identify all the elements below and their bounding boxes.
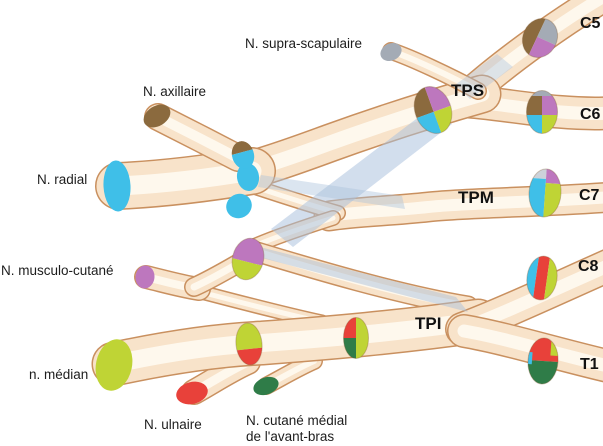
cut-c8 xyxy=(524,254,560,302)
cut-medial-cutaneous-tip xyxy=(253,376,279,396)
label-tpi: TPI xyxy=(415,314,442,333)
label-c8: C8 xyxy=(578,258,599,275)
label-n-axillaire: N. axillaire xyxy=(143,84,207,99)
label-c5: C5 xyxy=(580,15,601,32)
cut-medial-cord xyxy=(233,321,265,367)
tube-radial xyxy=(119,171,252,186)
tube-axillary xyxy=(158,117,238,158)
cut-c6 xyxy=(526,90,558,134)
label-n-cutane-medial: N. cutané médial de l'avant-bras xyxy=(246,413,347,445)
fiber-band-to-tpi xyxy=(248,244,468,312)
fiber-band-tpm-fork xyxy=(258,175,405,209)
cut-suprascapular-tip xyxy=(380,43,402,61)
label-c6: C6 xyxy=(580,106,601,123)
label-n-musculo-cutane: N. musculo-cutané xyxy=(1,263,114,278)
label-n-radial: N. radial xyxy=(37,172,88,187)
label-n-ulnaire: N. ulnaire xyxy=(144,417,202,432)
label-n-cutane-medial-line1: N. cutané médial xyxy=(246,413,348,428)
label-t1: T1 xyxy=(580,356,599,373)
cut-posterior-cord-lower xyxy=(226,193,252,219)
label-n-median: n. médian xyxy=(29,367,89,382)
cut-posterior-cord-mid xyxy=(236,163,260,191)
fiber-band-c5-junction xyxy=(455,54,513,99)
label-n-supra-scapulaire: N. supra-scapulaire xyxy=(245,36,363,51)
cut-t1 xyxy=(526,337,560,385)
label-tps: TPS xyxy=(451,81,485,100)
cut-median-tip xyxy=(95,339,133,391)
label-c7: C7 xyxy=(579,187,600,204)
cut-axillary-tip xyxy=(143,104,171,128)
label-n-cutane-medial-line2: de l'avant-bras xyxy=(246,429,335,444)
cut-ulnar-tip xyxy=(176,381,208,405)
cut-lateral-cord xyxy=(227,234,269,284)
cut-radial-tip xyxy=(103,160,131,212)
fiber-band-tps-to-lateral xyxy=(271,110,452,247)
label-tpm: TPM xyxy=(458,188,494,207)
cut-tpi xyxy=(343,317,369,359)
cut-musculocutaneous-tip xyxy=(135,265,155,289)
